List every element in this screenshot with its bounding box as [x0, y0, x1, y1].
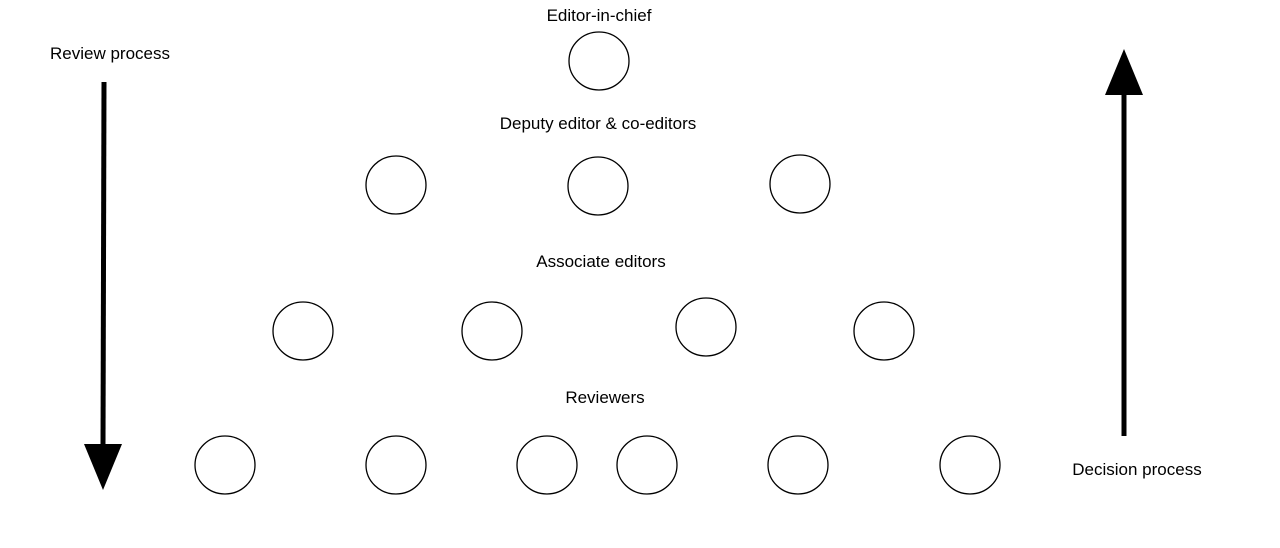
reviewer-node	[939, 435, 1001, 495]
down-arrow-icon	[84, 444, 122, 490]
level-label-associate-editors: Associate editors	[536, 252, 665, 271]
associate-editor-node	[675, 297, 737, 357]
associate-editor-node	[853, 301, 915, 361]
reviewer-node	[516, 435, 578, 495]
associate-editor-node	[461, 301, 523, 361]
review-process-arrow-shaft	[100, 81, 107, 449]
review-process-label: Review process	[50, 44, 170, 63]
review-process-arrow: Review process	[50, 44, 170, 490]
reviewer-node	[365, 435, 427, 495]
up-arrow-icon	[1105, 49, 1143, 95]
deputy-editor-node	[567, 156, 629, 216]
level-label-deputy-editors: Deputy editor & co-editors	[500, 114, 697, 133]
reviewer-node	[767, 435, 829, 495]
decision-process-arrow: Decision process	[1072, 49, 1202, 479]
reviewer-node	[194, 435, 256, 495]
deputy-editor-nodes	[365, 154, 831, 216]
decision-process-label: Decision process	[1072, 460, 1201, 479]
deputy-editor-node	[365, 155, 427, 215]
editor-in-chief-node	[568, 31, 630, 91]
reviewer-node	[616, 435, 678, 495]
associate-editor-node	[272, 301, 334, 361]
editor-in-chief-nodes	[568, 31, 630, 91]
associate-editor-nodes	[272, 297, 915, 361]
reviewer-nodes	[194, 435, 1001, 495]
level-label-reviewers: Reviewers	[565, 388, 644, 407]
deputy-editor-node	[769, 154, 831, 214]
level-label-editor-in-chief: Editor-in-chief	[547, 6, 652, 25]
